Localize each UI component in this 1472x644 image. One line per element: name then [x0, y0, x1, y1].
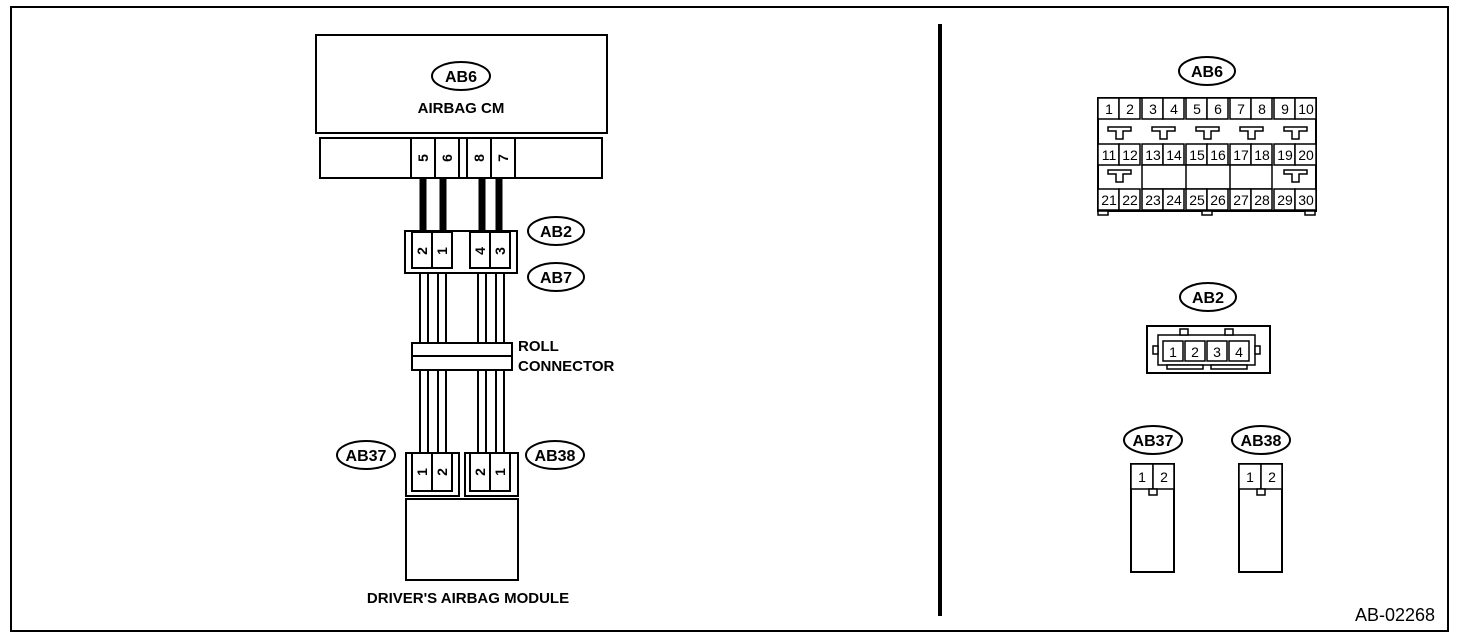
ab2-pin-2: 2 [414, 247, 430, 255]
ab6-pin-29: 29 [1277, 192, 1293, 208]
ab6-pin-24: 24 [1166, 192, 1182, 208]
ab38-face-pin-2: 2 [1268, 469, 1276, 485]
ab6-pin-26: 26 [1210, 192, 1226, 208]
airbag-cm-label: AIRBAG CM [418, 100, 505, 117]
ab6-pin-4: 4 [1170, 101, 1178, 117]
ab6-connector-face: AB6 1 2 3 4 5 6 7 8 9 10 [1097, 56, 1317, 216]
ab6-cm-tag [431, 61, 491, 91]
roll-connector: ROLL CONNECTOR [411, 338, 615, 375]
ab2-ab7-connector: 2 1 4 3 AB2 AB7 [404, 216, 585, 292]
ab6-face-tag-text: AB6 [1191, 64, 1223, 81]
airbag-cm-connector-strip [319, 137, 603, 179]
ab6-cm-tag-text: AB6 [445, 69, 477, 86]
ab37-ab38-connectors: 1 2 2 1 AB37 AB38 [336, 440, 585, 497]
ab7-tag-text: AB7 [540, 270, 572, 287]
ab2-face-pin-3: 3 [1213, 344, 1221, 360]
ab6-pin-9: 9 [1281, 101, 1289, 117]
ab6-pin-7: 7 [1237, 101, 1245, 117]
ab37-face-tag-text: AB37 [1133, 433, 1174, 450]
cm-pin-5: 5 [415, 154, 431, 162]
ab2-face-tag [1179, 282, 1237, 312]
ab38-tag-text: AB38 [535, 448, 576, 465]
ab2-face-pin-1: 1 [1169, 344, 1177, 360]
ab6-pin-15: 15 [1189, 147, 1205, 163]
figure-code: AB-02268 [1355, 605, 1435, 625]
ab38-face-pin-1: 1 [1246, 469, 1254, 485]
ab37-face-tag [1123, 425, 1183, 455]
ab6-pin-13: 13 [1145, 147, 1161, 163]
ab6-pin-2: 2 [1126, 101, 1134, 117]
ab6-pin-3: 3 [1149, 101, 1157, 117]
ab6-pin-30: 30 [1298, 192, 1314, 208]
cm-pin-7: 7 [495, 154, 511, 162]
driver-airbag-module-label: DRIVER'S AIRBAG MODULE [367, 590, 569, 607]
ab6-pin-17: 17 [1233, 147, 1249, 163]
ab2-pin-1: 1 [434, 247, 450, 255]
ab6-face-tag [1178, 56, 1236, 86]
ab37-face-pin-1: 1 [1138, 469, 1146, 485]
ab6-pin-6: 6 [1214, 101, 1222, 117]
ab37-pin-2: 2 [434, 468, 450, 476]
ab6-pin-8: 8 [1258, 101, 1266, 117]
cm-pin-8: 8 [471, 154, 487, 162]
ab6-pin-22: 22 [1122, 192, 1138, 208]
ab37-pin-1: 1 [414, 468, 430, 476]
ab2-face-pin-4: 4 [1235, 344, 1243, 360]
ab6-pin-25: 25 [1189, 192, 1205, 208]
ab2-connector-face: AB2 1 2 3 4 [1146, 282, 1271, 374]
ab6-pin-1: 1 [1105, 101, 1113, 117]
diagram-frame [10, 6, 1449, 632]
ab6-pin-27: 27 [1233, 192, 1249, 208]
roll-wires [419, 274, 505, 453]
ab6-pin-21: 21 [1101, 192, 1117, 208]
ab38-connector-face: AB38 1 2 [1231, 425, 1291, 573]
ab37-connector-face: AB37 1 2 [1123, 425, 1183, 573]
ab7-tag [527, 262, 585, 292]
roll-connector-label-2: CONNECTOR [518, 358, 615, 375]
ab6-pin-11: 11 [1102, 147, 1117, 163]
ab6-latch-row-a [1107, 126, 1308, 140]
ab6-pin-20: 20 [1298, 147, 1314, 163]
ab6-pin-14: 14 [1166, 147, 1182, 163]
ab38-tag [525, 440, 585, 470]
ab37-tag-text: AB37 [346, 448, 387, 465]
ab38-pin-1: 1 [492, 468, 508, 476]
ab6-pin-19: 19 [1277, 147, 1293, 163]
ab6-pin-5: 5 [1193, 101, 1201, 117]
ab37-tag [336, 440, 396, 470]
ab2-pin-3: 3 [492, 247, 508, 255]
ab6-pin-18: 18 [1254, 147, 1270, 163]
cm-pin-6: 6 [439, 154, 455, 162]
ab6-pin-12: 12 [1122, 147, 1138, 163]
ab2-tag-text: AB2 [540, 224, 572, 241]
ab6-pin-28: 28 [1254, 192, 1270, 208]
ab6-latch-row-b [1107, 164, 1308, 190]
ab2-pin-4: 4 [472, 247, 488, 255]
ab6-pin-23: 23 [1145, 192, 1161, 208]
ab2-tag [527, 216, 585, 246]
ab38-pin-2: 2 [472, 468, 488, 476]
cm-to-ab2-wires [419, 178, 503, 231]
ab38-face-tag-text: AB38 [1241, 433, 1282, 450]
roll-connector-label-1: ROLL [518, 338, 559, 355]
ab2-face-pin-2: 2 [1191, 344, 1199, 360]
ab6-pin-16: 16 [1210, 147, 1226, 163]
airbag-cm-block: AB6 AIRBAG CM 5 6 8 7 [315, 34, 608, 179]
ab2-face-tag-text: AB2 [1192, 290, 1224, 307]
ab6-pin-10: 10 [1298, 101, 1314, 117]
ab38-face-tag [1231, 425, 1291, 455]
driver-airbag-module: DRIVER'S AIRBAG MODULE [367, 498, 569, 607]
ab37-face-pin-2: 2 [1160, 469, 1168, 485]
